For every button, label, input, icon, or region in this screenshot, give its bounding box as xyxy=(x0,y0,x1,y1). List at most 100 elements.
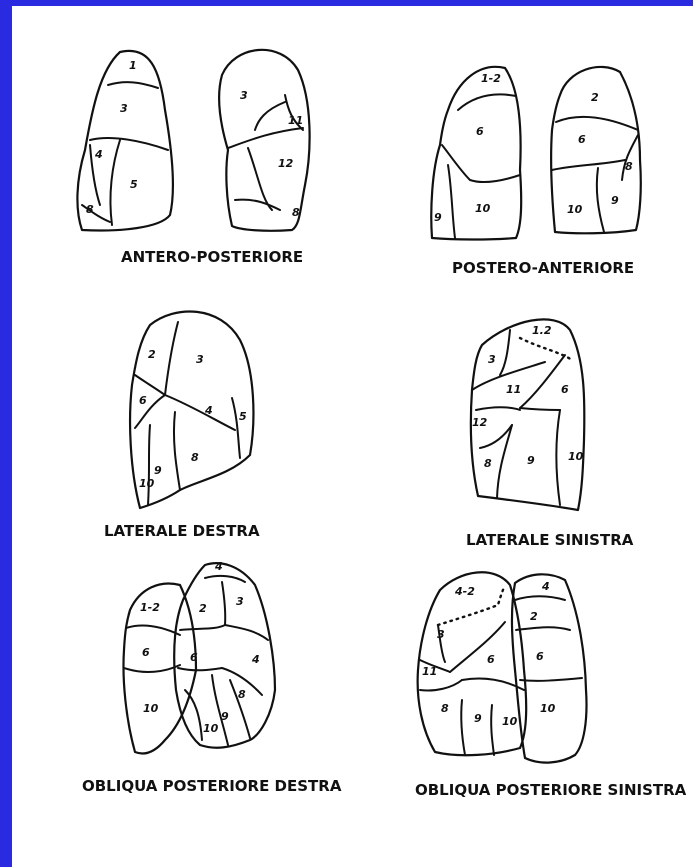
segment-label: 6 xyxy=(561,383,569,396)
segment-border xyxy=(497,425,512,498)
segment-border xyxy=(556,410,560,505)
segment-border xyxy=(185,690,202,740)
segment-label: 9 xyxy=(474,712,482,725)
segment-label: 4-2 xyxy=(454,585,475,598)
view-laterale-sinistra: 1.2 3 11 6 12 8 9 10 LATERALE SINISTRA xyxy=(466,319,634,549)
segment-label: 3 xyxy=(240,89,248,102)
segment-border xyxy=(108,82,158,88)
view-laterale-destra: 2 3 6 4 5 9 8 10 LATERALE DESTRA xyxy=(104,311,260,540)
segment-label: 2 xyxy=(199,602,207,615)
segment-label: 11 xyxy=(422,665,437,678)
segment-border xyxy=(442,145,520,182)
segment-label: 10 xyxy=(502,715,518,728)
view-postero-anteriore: 1-2 6 9 10 2 6 8 10 9 POSTERO-ANTERIORE xyxy=(431,67,641,277)
segment-label: 10 xyxy=(203,722,219,735)
segment-border xyxy=(491,705,494,755)
segment-border xyxy=(225,625,268,640)
segment-label: 2 xyxy=(148,348,156,361)
segment-border xyxy=(228,128,303,148)
segment-border xyxy=(124,665,180,672)
segment-label: 10 xyxy=(143,702,159,715)
segment-label: 6 xyxy=(139,394,147,407)
segment-border xyxy=(458,94,516,110)
segment-label: 11 xyxy=(506,383,521,396)
view-caption: LATERALE DESTRA xyxy=(104,522,260,540)
segment-label: 8 xyxy=(441,702,449,715)
view-antero-posteriore: 1 3 4 5 8 3 11 12 8 ANTERO-POSTERIORE xyxy=(77,50,309,266)
view-caption: LATERALE SINISTRA xyxy=(466,531,634,549)
segment-border xyxy=(461,700,465,755)
segment-label: 6 xyxy=(536,650,544,663)
segment-border xyxy=(165,322,178,395)
segment-label: 1 xyxy=(129,59,137,72)
segment-label: 9 xyxy=(611,194,619,207)
segment-border xyxy=(222,582,225,625)
segment-label: 6 xyxy=(190,651,198,664)
segment-label: 2 xyxy=(530,610,538,623)
segment-label: 9 xyxy=(221,710,229,723)
segment-border xyxy=(110,140,120,225)
segment-border xyxy=(500,330,510,375)
segment-label: 10 xyxy=(540,702,556,715)
segment-label: 8 xyxy=(86,203,94,216)
segment-label: 2 xyxy=(591,91,599,104)
segment-label: 10 xyxy=(568,450,584,463)
segment-border xyxy=(180,625,225,630)
segment-border xyxy=(448,165,455,238)
view-caption: POSTERO-ANTERIORE xyxy=(452,259,634,277)
segment-border xyxy=(520,408,560,410)
segment-label: 5 xyxy=(239,410,247,423)
segment-label: 3 xyxy=(488,353,496,366)
segment-border xyxy=(135,375,165,395)
segment-label: 10 xyxy=(567,203,583,216)
segment-label: 10 xyxy=(139,477,155,490)
segment-label: 4 xyxy=(214,560,223,573)
segment-border xyxy=(178,668,222,670)
segment-label: 6 xyxy=(142,646,150,659)
segment-label: 6 xyxy=(578,133,586,146)
segment-border xyxy=(450,622,505,672)
lung-outline xyxy=(471,319,584,510)
segment-label: 4 xyxy=(251,653,260,666)
segment-label: 8 xyxy=(238,688,246,701)
segment-border xyxy=(516,627,570,630)
segment-label: 4 xyxy=(204,404,213,417)
segment-label: 10 xyxy=(475,202,491,215)
segment-label: 6 xyxy=(487,653,495,666)
view-caption: ANTERO-POSTERIORE xyxy=(121,248,303,266)
segment-border xyxy=(148,425,150,505)
segment-label: 3 xyxy=(236,595,244,608)
segment-label: 3 xyxy=(120,102,128,115)
segment-border xyxy=(420,680,462,691)
segment-border xyxy=(462,678,524,690)
segment-label: 4 xyxy=(541,580,550,593)
segment-border xyxy=(552,160,625,170)
segment-border xyxy=(476,407,520,410)
segment-border xyxy=(622,135,638,180)
view-obliqua-posteriore-destra: 1-2 6 10 4 2 3 6 4 8 10 9 OBLIQUA POSTER… xyxy=(82,560,342,795)
segment-label: 4 xyxy=(94,148,103,161)
segment-label: 1-2 xyxy=(140,601,160,614)
segment-border xyxy=(255,102,285,130)
segment-label: 9 xyxy=(527,454,535,467)
segment-label: 11 xyxy=(288,114,303,127)
segment-label: 8 xyxy=(191,451,199,464)
segment-label: 8 xyxy=(625,160,633,173)
segment-label: 3 xyxy=(437,628,445,641)
segment-border xyxy=(515,596,565,600)
view-obliqua-posteriore-sinistra: 4-2 3 11 6 8 9 10 4 2 6 10 OBLIQUA POSTE… xyxy=(415,572,687,799)
segment-label: 12 xyxy=(278,157,294,170)
segment-border xyxy=(597,168,604,232)
segment-label: 8 xyxy=(292,206,300,219)
segment-label: 5 xyxy=(130,178,138,191)
segment-label: 9 xyxy=(434,211,442,224)
segment-label: 1-2 xyxy=(481,72,501,85)
segment-label: 3 xyxy=(196,353,204,366)
segment-border xyxy=(205,576,245,582)
view-caption: OBLIQUA POSTERIORE SINISTRA xyxy=(415,781,687,799)
view-caption: OBLIQUA POSTERIORE DESTRA xyxy=(82,777,342,795)
segment-border xyxy=(556,117,638,130)
segment-border xyxy=(174,412,180,490)
segment-border xyxy=(520,678,582,681)
segment-border xyxy=(126,626,180,635)
